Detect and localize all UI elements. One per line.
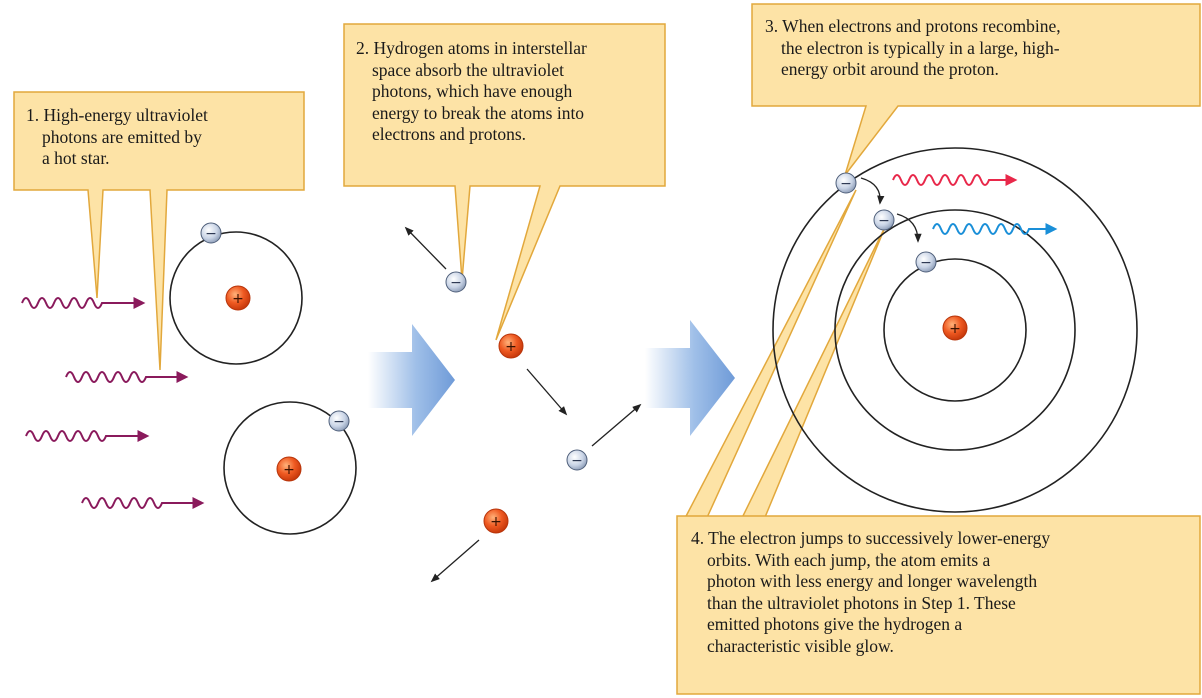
svg-text:−: −: [333, 414, 345, 430]
callout-3-box: [751, 3, 1201, 176]
electron: −: [835, 172, 857, 194]
callout-1-box: [13, 91, 305, 371]
callout-line: photons are emitted by: [42, 126, 202, 147]
electron: −: [200, 222, 222, 244]
uv-photon: [65, 371, 189, 383]
svg-text:−: −: [571, 453, 583, 469]
callout-1-text: 1. High-energy ultraviolet photons are e…: [26, 105, 316, 170]
orbit-middle: [834, 209, 1076, 451]
callout-line: orbits. With each jump, the atom emits a: [707, 549, 991, 570]
callout-3-text: 3. When electrons and protons recombine,…: [765, 16, 1195, 81]
svg-text:+: +: [949, 321, 961, 337]
svg-text:−: −: [920, 255, 932, 271]
orbit-inner: [883, 258, 1027, 402]
proton: +: [942, 315, 968, 341]
callout-line: a hot star.: [42, 148, 110, 168]
callout-2-box: [343, 23, 666, 341]
svg-text:+: +: [490, 514, 502, 530]
big-transition-arrow: [645, 320, 735, 436]
callout-2-text: 2. Hydrogen atoms in interstellar space …: [356, 38, 666, 146]
motion-arrow: [430, 539, 480, 583]
callout-line: electrons and protons.: [372, 124, 527, 144]
atom-recombining: [772, 147, 1138, 513]
svg-text:−: −: [878, 213, 890, 229]
callout-line: energy to break the atoms into: [372, 102, 585, 123]
electron: −: [328, 410, 350, 432]
callout-line: characteristic visible glow.: [707, 635, 894, 656]
jump-arrows: [860, 177, 922, 243]
callout-line: photons, which have enough: [372, 81, 573, 101]
uv-photon: [81, 497, 205, 509]
callout-line: than the ultraviolet photons in Step 1. …: [707, 592, 1016, 613]
svg-text:+: +: [232, 291, 244, 307]
svg-text:−: −: [840, 176, 852, 192]
proton: +: [498, 333, 524, 359]
emitted-red-photon: [892, 174, 1018, 186]
emitted-blue-photon: [932, 223, 1058, 235]
electron: −: [445, 271, 467, 293]
orbit-outer: [772, 147, 1138, 513]
callout-line: 2. Hydrogen atoms in interstellar: [356, 38, 587, 58]
proton: +: [225, 285, 251, 311]
callout-line: emitted photons give the hydrogen a: [707, 614, 963, 634]
callout-line: photon with less energy and longer wavel…: [707, 571, 1038, 591]
electron: −: [873, 209, 895, 231]
uv-photon-group: [21, 297, 205, 509]
callout-line: the electron is typically in a large, hi…: [781, 37, 1060, 58]
callout-line: energy orbit around the proton.: [781, 59, 999, 79]
motion-arrow: [404, 226, 447, 270]
callout-4-text: 4. The electron jumps to successively lo…: [691, 528, 1196, 657]
atom-orbit: [169, 231, 303, 365]
callout-line: space absorb the ultraviolet: [372, 59, 564, 80]
electron: −: [915, 251, 937, 273]
atom-orbit: [223, 401, 357, 535]
svg-text:+: +: [505, 339, 517, 355]
electron-jump-arrow: [896, 213, 922, 243]
svg-text:−: −: [205, 226, 217, 242]
uv-photon: [21, 297, 146, 309]
callout-4-box: [676, 515, 1201, 695]
electron: −: [566, 449, 588, 471]
callout-line: 4. The electron jumps to successively lo…: [691, 528, 1051, 548]
callout-line: 3. When electrons and protons recombine,: [765, 16, 1061, 36]
proton: +: [483, 508, 509, 534]
motion-arrow: [526, 368, 568, 416]
proton: +: [276, 456, 302, 482]
svg-text:+: +: [283, 462, 295, 478]
motion-arrows: [404, 226, 642, 583]
big-transition-arrow: [368, 324, 455, 436]
uv-photon: [25, 430, 150, 442]
svg-text:−: −: [450, 275, 462, 291]
callout-line: 1. High-energy ultraviolet: [26, 105, 208, 125]
motion-arrow: [591, 403, 642, 447]
electron-jump-arrow: [860, 177, 885, 205]
